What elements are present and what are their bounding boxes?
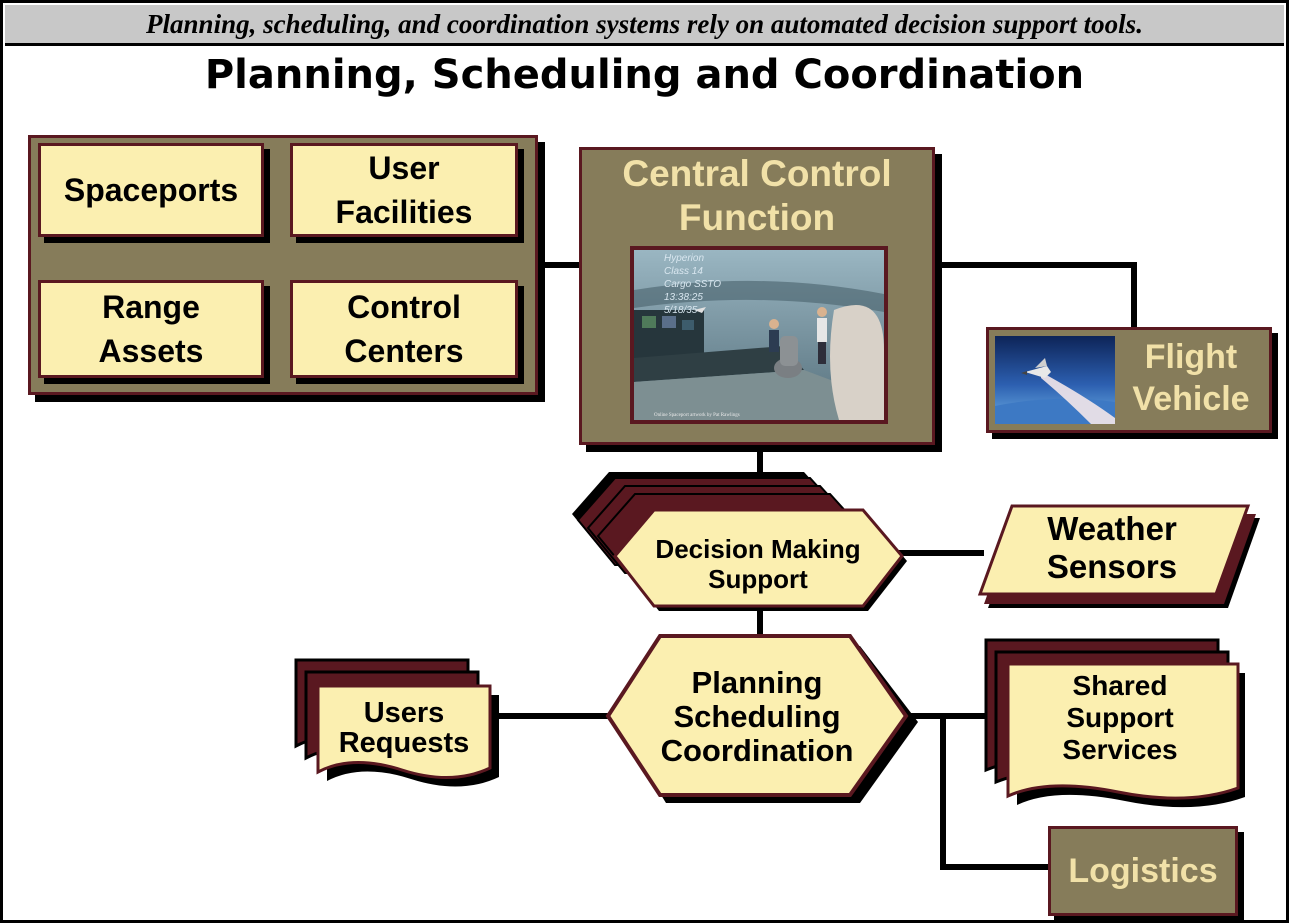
users-requests-label: Requests bbox=[339, 727, 470, 759]
logistics-box: Logistics bbox=[1048, 826, 1238, 916]
user-facilities-box: User Facilities bbox=[290, 143, 518, 237]
connector-line bbox=[488, 713, 612, 719]
users-requests-shape: Users Requests bbox=[294, 658, 499, 787]
page-title: Planning, Scheduling and Coordination bbox=[204, 52, 1085, 98]
shared-support-label: Services bbox=[1062, 734, 1177, 765]
weather-sensors-label: Weather bbox=[1047, 510, 1177, 547]
weather-sensors-parallelogram bbox=[977, 504, 1251, 596]
flight-vehicle-box: Flight Vehicle bbox=[986, 327, 1272, 433]
shared-support-label: Shared bbox=[1073, 670, 1168, 701]
screen-line: Cargo SSTO bbox=[664, 279, 722, 290]
planning-label: Planning bbox=[692, 665, 823, 700]
shared-support-document bbox=[1006, 662, 1240, 800]
weather-sensors-label: Sensors bbox=[1047, 548, 1177, 585]
connector-line bbox=[940, 864, 1052, 870]
shuttle-icon bbox=[995, 336, 1115, 424]
decision-support-label: Decision Making bbox=[655, 534, 860, 564]
control-room-illustration bbox=[634, 250, 884, 420]
decision-support-hexagon bbox=[613, 508, 904, 608]
planning-hexagon bbox=[605, 634, 909, 797]
decision-support-shape: Decision Making Support bbox=[572, 472, 907, 611]
central-control-label: Central Control Function bbox=[622, 153, 892, 238]
caption-bar: Planning, scheduling, and coordination s… bbox=[5, 5, 1284, 46]
decision-support-label: Support bbox=[708, 564, 808, 594]
screen-line: 5/18/35 bbox=[664, 305, 698, 316]
screen-line: Hyperion bbox=[664, 253, 705, 264]
screen-line: Class 14 bbox=[664, 266, 703, 277]
range-assets-box: Range Assets bbox=[38, 280, 264, 378]
connector-line bbox=[757, 420, 763, 478]
spaceports-box: Spaceports bbox=[38, 143, 264, 237]
shared-support-label: Support bbox=[1066, 702, 1173, 733]
connector-line bbox=[757, 606, 763, 644]
planning-label: Coordination bbox=[661, 733, 854, 768]
connector-line bbox=[940, 716, 946, 868]
planning-shape: Planning Scheduling Coordination bbox=[605, 634, 918, 803]
control-centers-box: Control Centers bbox=[290, 280, 518, 378]
weather-sensors-shape: Weather Sensors bbox=[977, 504, 1260, 608]
users-requests-label: Users bbox=[364, 697, 445, 729]
shared-support-shape: Shared Support Services bbox=[984, 638, 1245, 808]
connector-line bbox=[880, 550, 984, 556]
flight-vehicle-label: Flight Vehicle bbox=[1132, 338, 1250, 418]
control-room-image: Hyperion Class 14 Cargo SSTO 13:38:25 5/… bbox=[630, 246, 888, 424]
flight-vehicle-image bbox=[995, 336, 1115, 424]
connector-line bbox=[1131, 262, 1137, 330]
screen-readout: Hyperion Class 14 Cargo SSTO 13:38:25 5/… bbox=[664, 252, 721, 317]
users-requests-document bbox=[316, 684, 492, 779]
screen-line: 13:38:25 bbox=[664, 292, 703, 303]
connector-line bbox=[906, 713, 996, 719]
planning-label: Scheduling bbox=[673, 699, 840, 734]
photo-credit: Online Spaceport artwork by Pat Rawlings bbox=[654, 413, 740, 418]
